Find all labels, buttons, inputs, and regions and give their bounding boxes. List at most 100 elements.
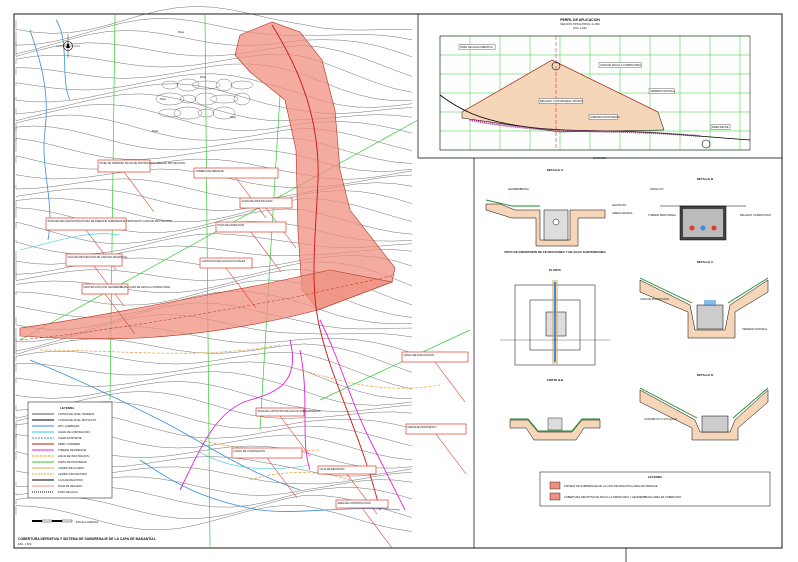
plan-callout-text: CANAL DE CORONACION — [234, 449, 266, 453]
note-2: COBERTURA DEFINITIVA DE ARCILLA COMPACTA… — [564, 495, 682, 499]
legend-title: LEYENDA — [60, 406, 75, 410]
contour-line — [15, 381, 413, 412]
detail-a-title: DETALLE A — [547, 168, 564, 172]
plan-callout-text: AREA DE CONSTRUCCION — [338, 501, 371, 505]
section-title: CORTE B-B — [547, 378, 564, 382]
scale-bar: ESCALA GRAFICA — [32, 519, 99, 524]
callout-leader — [279, 415, 311, 457]
legend-item: POZO DE AGUA — [58, 490, 78, 494]
contour-line — [15, 54, 413, 93]
profile-callout: RELLENO CON MATERIAL PROPIO — [538, 98, 583, 104]
detail-callout: TUBERIA PERFORADA — [648, 213, 676, 217]
plan-callout-text: CAJA DE REGISTRO — [320, 467, 345, 471]
plan-callout-text: ZONA DE RELLENO ESTRUCTURA DE DRENAJE SU… — [48, 219, 173, 223]
profile-callout: SUBDREN PROPUESTO — [588, 114, 620, 120]
profile-scale: ESC. 1:200 — [573, 26, 587, 30]
plan-callout: ZONA DE RELLENO ESTRUCTURA DE DRENAJE SU… — [45, 217, 173, 231]
drain-axis — [271, 24, 381, 511]
section-b-b: CORTE B-B — [509, 378, 601, 441]
legend-item: DREN / SUBDREN — [58, 442, 80, 446]
place-label: Pista — [160, 97, 166, 101]
plan-callout: POZA DE DISIPACION — [215, 221, 287, 233]
place-label: Pista — [200, 75, 206, 79]
details-panel: DETALLE A DETALLE B VISTA DE DISPERSION … — [485, 168, 771, 507]
callout-leader — [435, 433, 467, 475]
detail-callout: RELLENO COMPACTADO — [740, 213, 771, 217]
contour-line — [15, 361, 413, 399]
legend-item: CURVAS DE NIVEL PROYECTO — [58, 418, 96, 422]
plan-block-title: VISTA DE DISPERSION DE FILTRACIONES Y DE… — [504, 250, 606, 254]
grid-frame — [439, 35, 751, 151]
contour-ring — [155, 92, 185, 106]
contour-ring — [230, 80, 254, 90]
plan-callout: CAJA DE REGISTRO — [317, 465, 377, 475]
profile-ground — [439, 94, 751, 141]
profile-label: RELLENO CON MATERIAL PROPIO — [540, 99, 583, 103]
plan-callout: NIVEL DE TERRAZA TALUD DE PROTECCION ARE… — [97, 159, 185, 173]
plan-callout: VIGA DE PROTECCION DE CAPA DE MANANTIAL — [65, 253, 129, 267]
contour-ring — [161, 80, 179, 90]
callout-leader — [123, 171, 155, 213]
contour-line — [15, 137, 413, 172]
legend-item: CAJA DE REGISTRO — [58, 478, 83, 482]
contour-ring — [215, 78, 233, 92]
contour-line — [15, 155, 413, 180]
drain-pipes — [179, 319, 406, 511]
profile-section: PERFIL DE APLICACION SECCION TIPICA (PRO… — [439, 18, 751, 160]
plan-callout: CANAL DE CORONACION — [231, 447, 303, 459]
contour-line — [15, 188, 413, 211]
sheet-frame — [13, 13, 783, 549]
detail-callout: TERRENO NATURAL — [742, 327, 768, 331]
plan-callout-text: PROTECCION CON GEOMEMBRANA CAPA DE ARCIL… — [84, 285, 171, 289]
notes-title: LEYENDA — [648, 475, 663, 479]
contour-ring — [209, 94, 239, 104]
profile-label: DREN DE PIE — [712, 125, 729, 129]
plan-callout-text: VIGA DE PROTECCION DE CAPA DE MANANTIAL — [68, 255, 129, 259]
contour-line — [15, 83, 413, 114]
plan-callouts: NIVEL DE TERRAZA TALUD DE PROTECCION ARE… — [45, 159, 469, 509]
subdrain-line — [19, 274, 396, 341]
profile-ground-hatch — [469, 119, 701, 137]
legend-item: RIO / QUEBRADA — [58, 424, 80, 428]
plan-callout: TUBERIA DE DRENAJE — [193, 167, 279, 179]
plan-callout: ZANJA DE INFILTRACION — [239, 197, 293, 209]
profile-label: NIVEL DE AGUA FREATICA — [460, 45, 493, 49]
scale-bar-label: ESCALA GRAFICA — [76, 520, 99, 524]
profile-callout: CAPA DE ARCILLA COMPACTADA — [598, 62, 642, 68]
profile-callout: TERRENO NATURAL — [648, 88, 676, 94]
profile-fill — [461, 59, 665, 133]
contour-line — [15, 291, 413, 324]
river-lines — [29, 19, 401, 512]
detail-callout: CONCRETO f'c=175 kg/cm2 — [644, 417, 678, 421]
legend-item: LIMITE DE PROPIEDAD — [58, 460, 87, 464]
north-arrow-icon — [56, 34, 80, 58]
plan-callout: AREA DE CONSTRUCCION — [335, 499, 389, 509]
profile-x-label: DISTANCIA — [593, 156, 607, 160]
contour-ring — [173, 106, 203, 120]
profile-callout: NIVEL DE AGUA FREATICA — [458, 44, 496, 50]
legend-item: CANAL EXISTENTE — [58, 436, 82, 440]
detail-d: DETALLE D — [639, 373, 769, 441]
plan-callout-text: ZANJA DE INFILTRACION — [242, 199, 273, 203]
contour-line — [15, 73, 413, 108]
legend-item: CAMINO DE ACCESO — [58, 466, 84, 470]
sheet-title-scale: ESC. 1:500 — [18, 542, 32, 546]
callout-leader — [104, 293, 136, 335]
plan-callout-text: DRENAJE PROPUESTO — [408, 425, 437, 429]
callout-leader — [434, 361, 466, 403]
legend-item: ZONA DE RELLENO — [58, 484, 82, 488]
contour-lines — [15, 6, 413, 532]
plan-block-subtitle: PLANTA — [549, 268, 562, 272]
plan-callout-text: TUBERIA DE DRENAJE — [196, 169, 225, 173]
plan-callout-text: POZA DE DISIPACION — [218, 223, 245, 227]
plan-callout: PROTECCION CON GEOMEMBRANA CAPA DE ARCIL… — [81, 283, 171, 295]
contour-ring — [233, 92, 251, 106]
legend-item: TUBERIA DE DRENAJE — [58, 448, 87, 452]
contour-line — [15, 371, 413, 406]
profile-label: CAPA DE ARCILLA COMPACTADA — [600, 63, 641, 67]
callout-leader — [225, 267, 257, 309]
